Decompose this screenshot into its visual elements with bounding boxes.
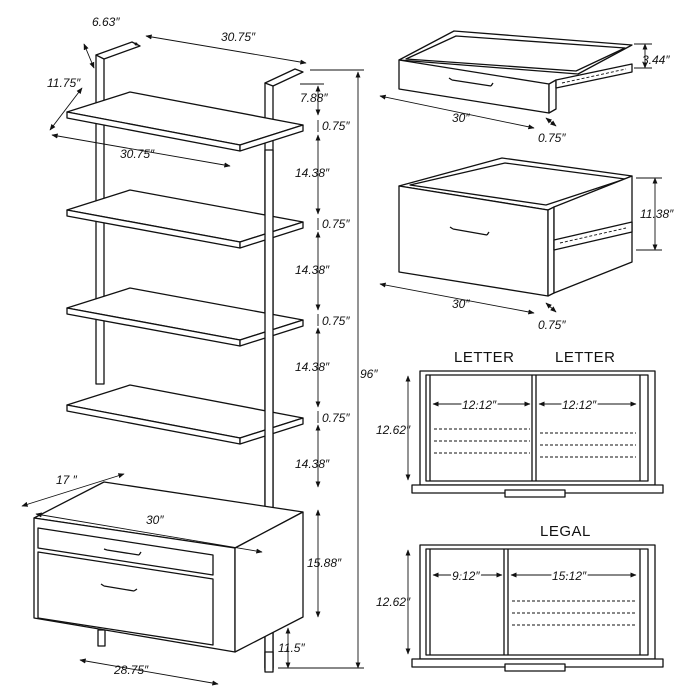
small-drawer-height-label: 3.44″ <box>642 53 670 67</box>
shelf-thickness-2-label: 0.75″ <box>322 217 350 231</box>
shelf-depth-label: 11.75″ <box>47 76 81 90</box>
shelf-spacing-1-label: 14.38″ <box>295 166 330 180</box>
shelf-spacing-4-label: 14.38″ <box>295 457 330 471</box>
wall-bracket-right <box>264 68 304 87</box>
shelf-spacing-2-label: 14.38″ <box>295 263 330 277</box>
base-width-label: 28.75″ <box>113 663 149 677</box>
shelf-width-label: 30.75″ <box>120 147 155 161</box>
legal-depth-label: 12.62″ <box>376 595 411 609</box>
letter-file-layout: LETTER LETTER 12.12″ 12.12″ 12.62″ <box>376 349 664 498</box>
large-drawer-front-label: 0.75″ <box>538 318 566 332</box>
drawer-handle-icon <box>448 77 494 87</box>
small-drawer-drawing: 3.44″ 30″ 0.75″ <box>379 30 670 145</box>
post-foot <box>264 651 274 673</box>
legal-right-width-label: 15.12″ <box>552 569 587 583</box>
large-drawer-height-label: 11.38″ <box>640 207 674 221</box>
shelf-thickness-1-label: 0.75″ <box>322 119 350 133</box>
legal-file-layout: LEGAL 9.12″ 15.12″ 12.62″ <box>376 523 664 672</box>
drawer-slide <box>553 221 633 251</box>
large-drawer-width-label: 30″ <box>452 297 470 311</box>
letter-depth-label: 12.62″ <box>376 423 411 437</box>
top-gap-label: 7.88″ <box>300 91 328 105</box>
letter-caption-left: LETTER <box>454 349 515 366</box>
drawer-handle-icon <box>449 226 490 236</box>
bookcase-dimensions <box>21 34 364 686</box>
legal-left-width-label: 9.12″ <box>452 569 480 583</box>
large-drawer-drawing: 11.38″ 30″ 0.75″ <box>379 157 674 332</box>
cabinet-depth-label: 17 ″ <box>56 473 78 487</box>
shelf-thickness-3-label: 0.75″ <box>322 314 350 328</box>
leg-height-label: 11.5″ <box>278 641 305 655</box>
shelf-thickness-4-label: 0.75″ <box>322 411 350 425</box>
letter-right-width-label: 12.12″ <box>562 398 597 412</box>
bracket-screw-icon <box>134 42 138 46</box>
cabinet <box>33 481 304 673</box>
drawer-handle-icon <box>504 489 566 498</box>
total-height-label: 96″ <box>360 367 378 381</box>
legal-caption: LEGAL <box>540 523 591 540</box>
bracket-depth-label: 6.63″ <box>92 15 120 29</box>
shelf-spacing-3-label: 14.38″ <box>295 360 330 374</box>
cabinet-large-drawer-front <box>37 551 214 646</box>
letter-left-width-label: 12.12″ <box>462 398 497 412</box>
small-drawer-width-label: 30″ <box>452 111 470 125</box>
cabinet-height-label: 15.88″ <box>307 556 342 570</box>
drawer-handle-icon <box>504 663 566 672</box>
cabinet-leg <box>97 629 106 647</box>
small-drawer-front-label: 0.75″ <box>538 131 566 145</box>
bookcase-drawing: 6.63″ 30.75″ 11.75″ 7.88″ 30.75″ 0.75″ 0… <box>21 15 378 686</box>
shelf-2 <box>66 189 304 249</box>
cabinet-width-label: 30″ <box>146 513 164 527</box>
letter-caption-right: LETTER <box>555 349 616 366</box>
top-width-label: 30.75″ <box>221 30 256 44</box>
drawer-handle-icon <box>100 583 138 592</box>
wall-bracket-left <box>95 41 141 60</box>
